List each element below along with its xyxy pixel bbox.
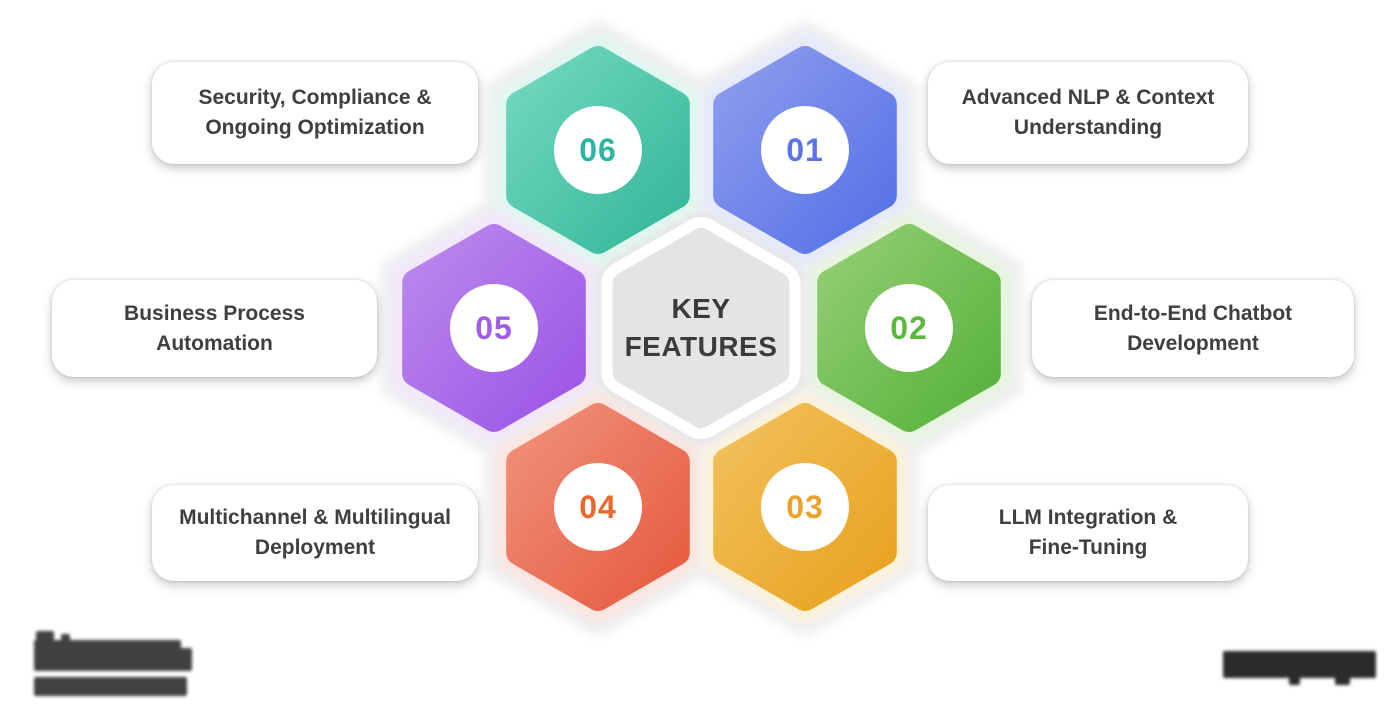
feature-card-05-label: Business Process Automation [124, 301, 305, 355]
hexagon-03: 03 [675, 362, 935, 652]
feature-card-03: LLM Integration & Fine-Tuning [928, 485, 1248, 581]
feature-card-04-label: Multichannel & Multilingual Deployment [179, 506, 451, 559]
hexagon-02: 02 [779, 183, 1039, 473]
hexagon-06-number: 06 [579, 131, 617, 168]
hexagon-05-number: 05 [475, 309, 513, 346]
center-hexagon: KEY FEATURES [571, 183, 831, 473]
hexagon-01-number-badge: 01 [761, 106, 849, 194]
feature-card-01-label: Advanced NLP & Context Understanding [961, 86, 1215, 139]
left-watermark-logo [34, 631, 204, 697]
feature-card-02: End-to-End Chatbot Development [1032, 280, 1354, 377]
right-watermark-logo [1223, 651, 1383, 689]
hexagon-03-number: 03 [786, 488, 824, 525]
hexagon-02-number: 02 [890, 309, 928, 346]
hexagon-06-number-badge: 06 [554, 106, 642, 194]
center-hexagon-shape [597, 213, 805, 443]
feature-card-05: Business Process Automation [52, 280, 377, 377]
hexagon-03-number-badge: 03 [761, 463, 849, 551]
feature-card-03-label: LLM Integration & Fine-Tuning [998, 506, 1178, 559]
center-title: KEY FEATURES [624, 293, 778, 362]
hexagon-05-shape [393, 213, 595, 443]
hexagon-04-number-badge: 04 [554, 463, 642, 551]
hexagon-04-number: 04 [579, 488, 617, 525]
feature-card-02-label: End-to-End Chatbot Development [1093, 301, 1293, 355]
hexagon-06: 06 [468, 5, 728, 295]
hexagon-05: 05 [364, 183, 624, 473]
feature-card-04: Multichannel & Multilingual Deployment [152, 485, 478, 581]
hexagon-05-number-badge: 05 [450, 284, 538, 372]
hexagon-02-number-badge: 02 [865, 284, 953, 372]
hexagon-01: 01 [675, 5, 935, 295]
hexagon-01-number: 01 [786, 131, 824, 168]
feature-card-06: Security, Compliance & Ongoing Optimizat… [152, 62, 478, 164]
feature-card-06-label: Security, Compliance & Ongoing Optimizat… [198, 86, 432, 139]
hexagon-04: 04 [468, 362, 728, 652]
feature-card-01: Advanced NLP & Context Understanding [928, 62, 1248, 164]
